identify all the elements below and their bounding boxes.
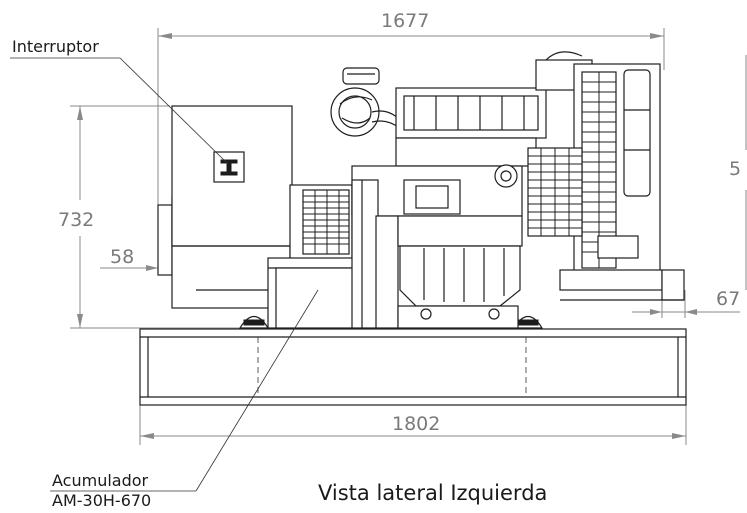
vibration-mounts: [238, 315, 544, 329]
dimension-offset-58-label: 58: [110, 246, 134, 268]
fan-guard: [527, 147, 583, 237]
dimension-right-partial: 5: [729, 55, 747, 290]
callout-accumulator-label-1: Acumulador: [52, 471, 149, 490]
dimension-base-length: 1802: [139, 405, 687, 445]
callout-switch: Interruptor: [10, 37, 229, 165]
dimension-left-height: 732: [58, 105, 245, 329]
callout-switch-label: Interruptor: [12, 37, 99, 56]
callout-accumulator: Acumulador AM-30H-670: [50, 289, 319, 510]
dimension-left-height-label: 732: [58, 209, 94, 231]
dimension-right-67: 67: [632, 276, 740, 318]
dimension-right-67-label: 67: [716, 288, 740, 310]
dimension-base-length-label: 1802: [392, 413, 440, 435]
alternator-grille: [302, 189, 350, 255]
dimension-top-width-label: 1677: [381, 10, 429, 32]
right-support: [559, 269, 685, 301]
switch-box: [213, 151, 245, 183]
callout-accumulator-label-2: AM-30H-670: [52, 491, 151, 510]
engine: [330, 67, 547, 329]
alternator: [157, 105, 353, 309]
view-caption: Vista lateral Izquierda: [318, 481, 547, 505]
dimension-right-partial-label: 5: [729, 158, 741, 180]
base-frame: [139, 328, 687, 406]
dimension-top-width: 1677: [157, 10, 665, 205]
